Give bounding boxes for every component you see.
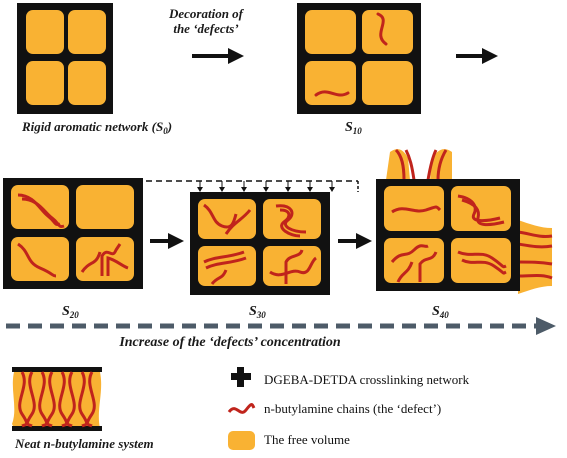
- down-arrow-head: [285, 187, 291, 192]
- caption-s30: S30: [249, 304, 266, 320]
- network-box-s30: [190, 192, 330, 295]
- caption-s10: S10: [345, 120, 362, 136]
- concentration-arrow: [6, 317, 556, 335]
- neat-chain: [18, 371, 29, 428]
- arrow-caption-line2: the ‘defects’: [173, 21, 238, 36]
- caption-s40: S40: [432, 304, 449, 320]
- neat-chain: [25, 371, 36, 428]
- network-box-s10: [297, 3, 421, 114]
- legend: DGEBA-DETDA crosslinking network n-butyl…: [227, 367, 470, 450]
- neat-chain: [78, 371, 89, 428]
- caption-s0: Rigid aromatic network (S0): [21, 119, 172, 136]
- legend-chain-label: n-butylamine chains (the ‘defect’): [264, 401, 441, 416]
- arrow-caption-line1: Decoration of: [168, 6, 245, 21]
- network-box-s0: [17, 3, 113, 114]
- process-arrow-2: [456, 48, 498, 64]
- neat-caption: Neat n-butylamine system: [14, 436, 154, 451]
- down-arrow-head: [329, 187, 335, 192]
- process-arrow-1: [192, 48, 244, 64]
- caption-s20: S20: [62, 304, 79, 320]
- chain-icon: [227, 403, 256, 414]
- dashed-connector: [146, 180, 359, 192]
- down-arrow-head: [263, 187, 269, 192]
- down-arrow-group: [197, 181, 335, 192]
- neat-chain: [58, 371, 69, 428]
- down-arrow-head: [197, 187, 203, 192]
- process-arrow-3: [150, 233, 184, 249]
- plus-icon: [231, 367, 251, 387]
- neat-system-illustration: [12, 367, 102, 431]
- neat-chain: [38, 371, 49, 428]
- neat-chain: [65, 371, 76, 428]
- free-volume-swatch-icon: [228, 431, 255, 450]
- process-arrow-4: [338, 233, 372, 249]
- neat-chain: [45, 371, 56, 428]
- legend-free-volume-label: The free volume: [264, 432, 350, 447]
- network-box-s40: [376, 148, 553, 294]
- down-arrow-head: [307, 187, 313, 192]
- neat-chain: [85, 371, 96, 428]
- down-arrow-head: [219, 187, 225, 192]
- down-arrow-head: [241, 187, 247, 192]
- concentration-caption: Increase of the ‘defects’ concentration: [118, 335, 341, 350]
- network-box-s20: [3, 178, 143, 289]
- legend-network-label: DGEBA-DETDA crosslinking network: [264, 372, 470, 387]
